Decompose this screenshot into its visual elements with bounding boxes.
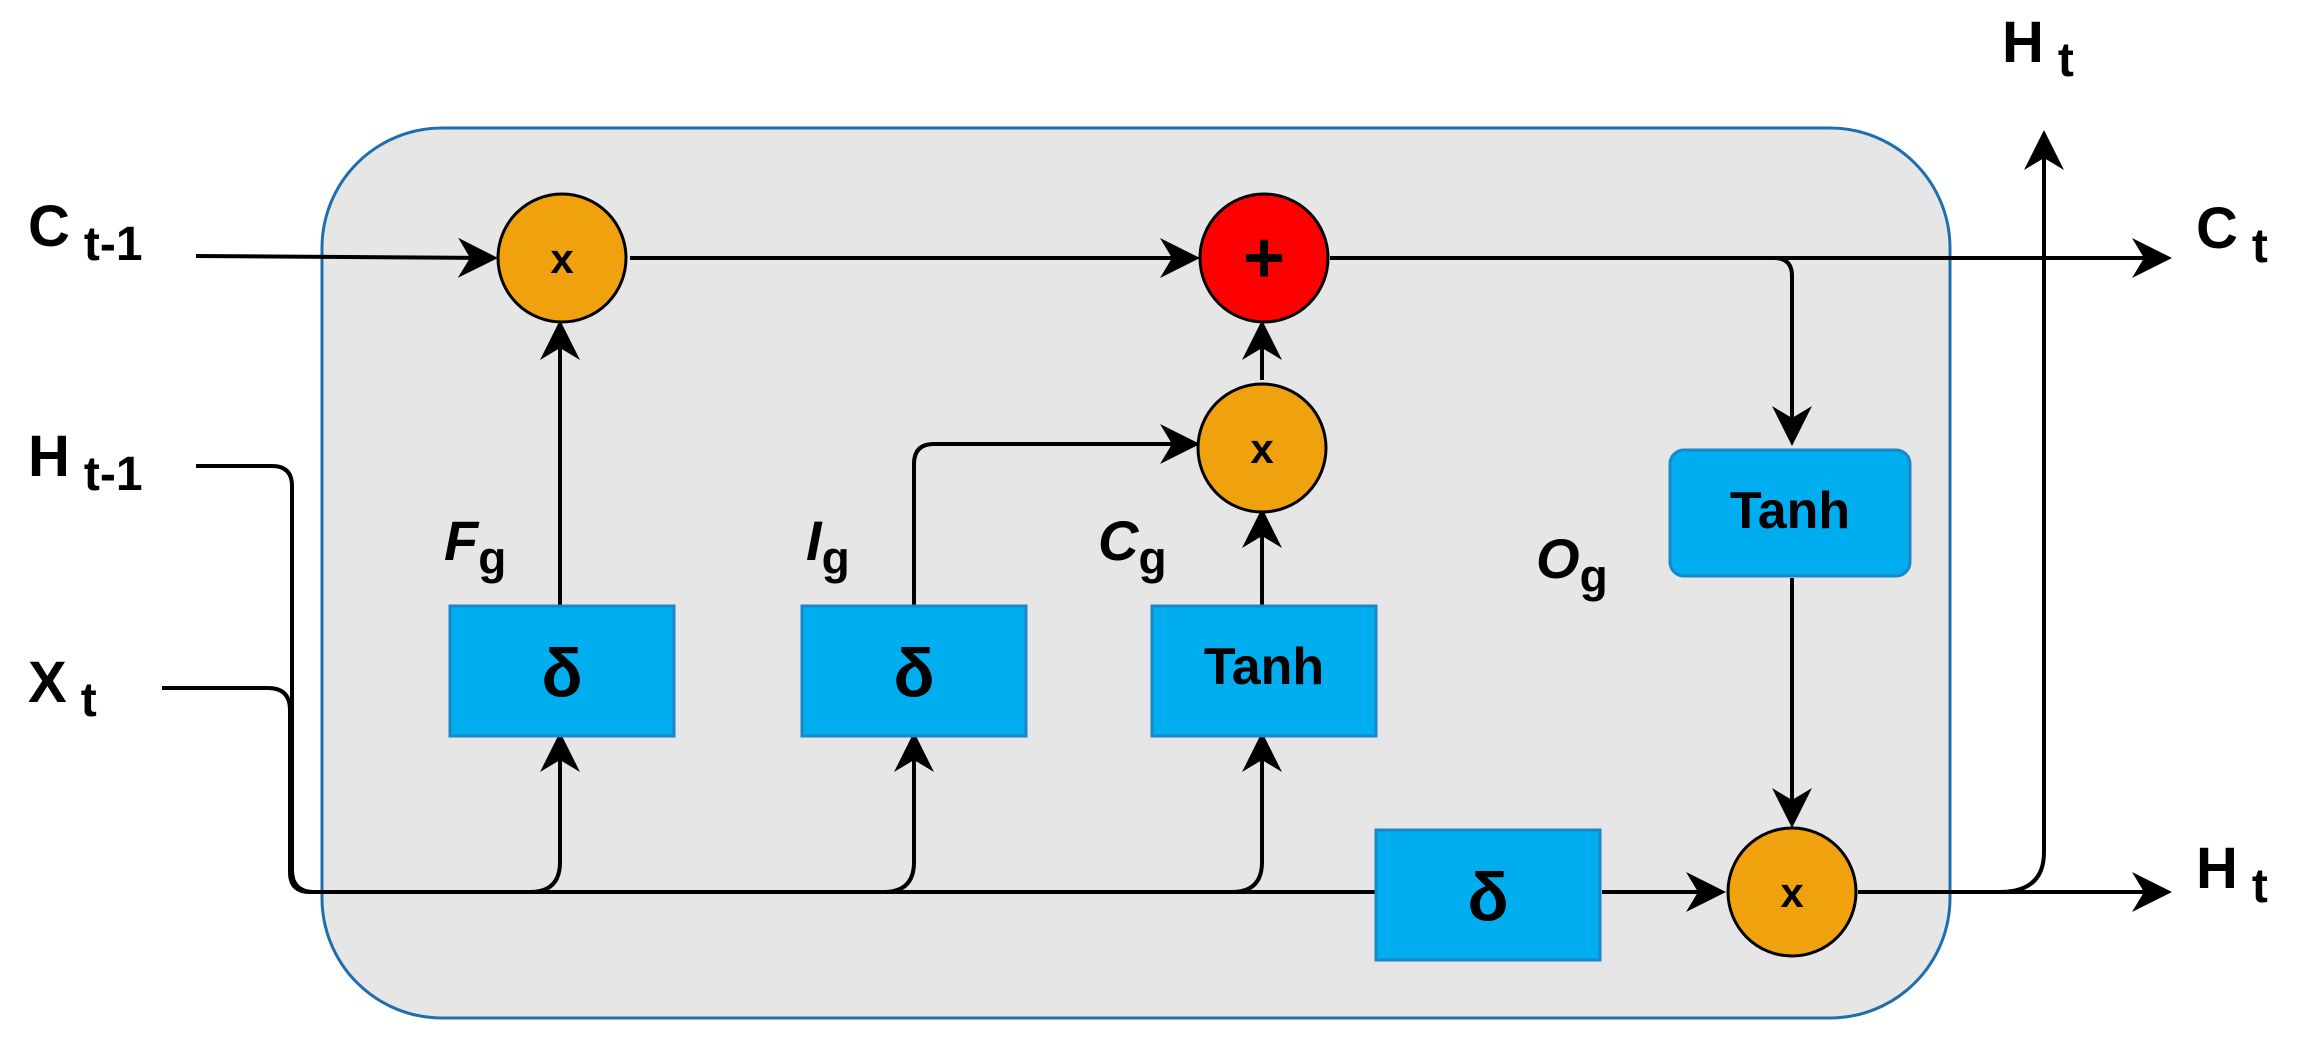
wire-hidden-up xyxy=(1999,130,2064,894)
wire-bus-to-candidate xyxy=(1231,732,1282,894)
input-multiply-symbol: x xyxy=(1250,425,1274,472)
candidate-gate-label: Cg xyxy=(1098,509,1167,584)
input-gate-label: Ig xyxy=(806,509,850,584)
wire-c-prev xyxy=(195,237,498,278)
wire-bus-to-forget xyxy=(529,732,580,894)
cell-add-node: + xyxy=(1198,192,1330,324)
forget-gate-label: Fg xyxy=(444,509,506,584)
candidate-tanh-label: Tanh xyxy=(1204,638,1324,696)
output-sigmoid-block: δ xyxy=(1374,828,1602,962)
candidate-tanh-block: Tanh xyxy=(1150,604,1378,738)
forget-sigmoid-label: δ xyxy=(541,635,582,711)
forget-sigmoid-block: δ xyxy=(448,604,676,738)
output-sigmoid-label: δ xyxy=(1467,859,1508,935)
input-sigmoid-label: δ xyxy=(893,635,934,711)
output-gate-label: Og xyxy=(1536,527,1608,602)
forget-multiply-node: x xyxy=(496,192,628,324)
cell-tanh-label: Tanh xyxy=(1730,482,1850,540)
input-sigmoid-block: δ xyxy=(800,604,1028,738)
cell-add-symbol: + xyxy=(1243,218,1285,298)
output-multiply-node: x xyxy=(1726,826,1858,958)
input-multiply-node: x xyxy=(1196,382,1328,514)
cell-tanh-block: Tanh xyxy=(1668,448,1912,578)
wire-bus-to-input xyxy=(883,732,934,894)
lstm-cell-boundary xyxy=(320,126,1952,1020)
wire-h-prev xyxy=(196,464,315,894)
wire-cell-to-tanh xyxy=(1330,256,1812,446)
wire-x-t xyxy=(162,686,311,894)
forget-multiply-symbol: x xyxy=(550,235,574,282)
wire-input-to-mult xyxy=(912,424,1200,606)
output-multiply-symbol: x xyxy=(1780,869,1804,916)
